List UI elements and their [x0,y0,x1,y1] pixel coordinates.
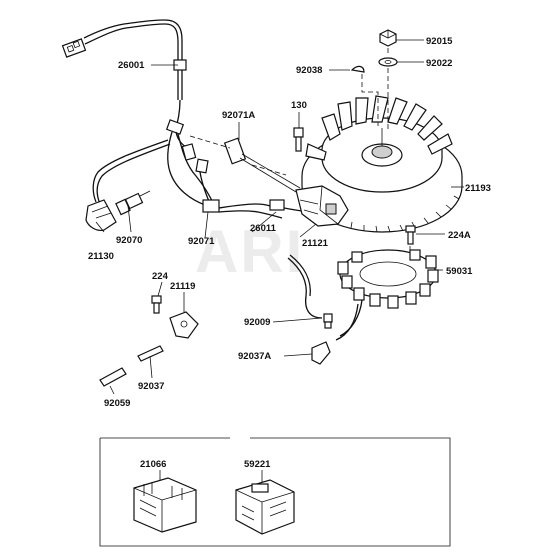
clip-92037[interactable] [137,345,164,362]
label-21066: 21066 [140,459,166,470]
label-130: 130 [291,100,307,111]
label-224A: 224A [448,230,471,241]
nut-92015[interactable] [379,29,397,47]
washer-92022[interactable] [378,57,398,67]
label-224: 224 [152,271,169,282]
switch-21119[interactable] [169,311,199,339]
plug-cap-21130[interactable] [85,139,171,231]
stator-59031[interactable] [337,249,439,309]
label-92071A: 92071A [222,110,255,121]
label-26011: 26011 [250,223,277,234]
connector-59221[interactable] [235,479,295,535]
label-59031: 59031 [446,266,473,277]
regulator-21066[interactable] [133,477,197,533]
label-92059: 92059 [104,398,130,409]
bolt-224[interactable] [151,295,162,314]
label-92070: 92070 [116,235,142,246]
ignition-coil-21121[interactable] [295,185,349,227]
label-92015: 92015 [426,36,453,47]
wire-harness-26001[interactable] [61,19,315,219]
label-92009: 92009 [244,317,270,328]
harness-connector [61,38,87,58]
key-92038[interactable] [350,65,365,73]
label-59221: 59221 [244,459,271,470]
label-92037A: 92037A [238,351,271,362]
bracket-92071A[interactable] [223,137,301,193]
spark-plug-92070[interactable] [115,190,151,216]
watermark: ARI [195,218,304,285]
part-labels: 26001 92015 92038 92022 130 92071A 21193… [88,36,491,409]
label-92022: 92022 [426,58,452,69]
inset-box: 21066 59221 [99,437,451,547]
label-26001: 26001 [118,60,145,71]
label-92037: 92037 [138,381,164,392]
bolt-224A[interactable] [405,225,416,245]
leader-lines [95,39,464,395]
label-21119: 21119 [170,281,195,292]
clamp-92009[interactable] [323,313,333,329]
label-21121: 21121 [302,238,329,249]
tube-92059[interactable] [99,367,127,387]
screw-130[interactable] [293,127,304,152]
label-21130: 21130 [88,251,114,262]
label-92071: 92071 [188,236,215,247]
label-92038: 92038 [296,65,322,76]
clip-92037A[interactable] [311,341,331,365]
label-21193: 21193 [465,183,491,194]
